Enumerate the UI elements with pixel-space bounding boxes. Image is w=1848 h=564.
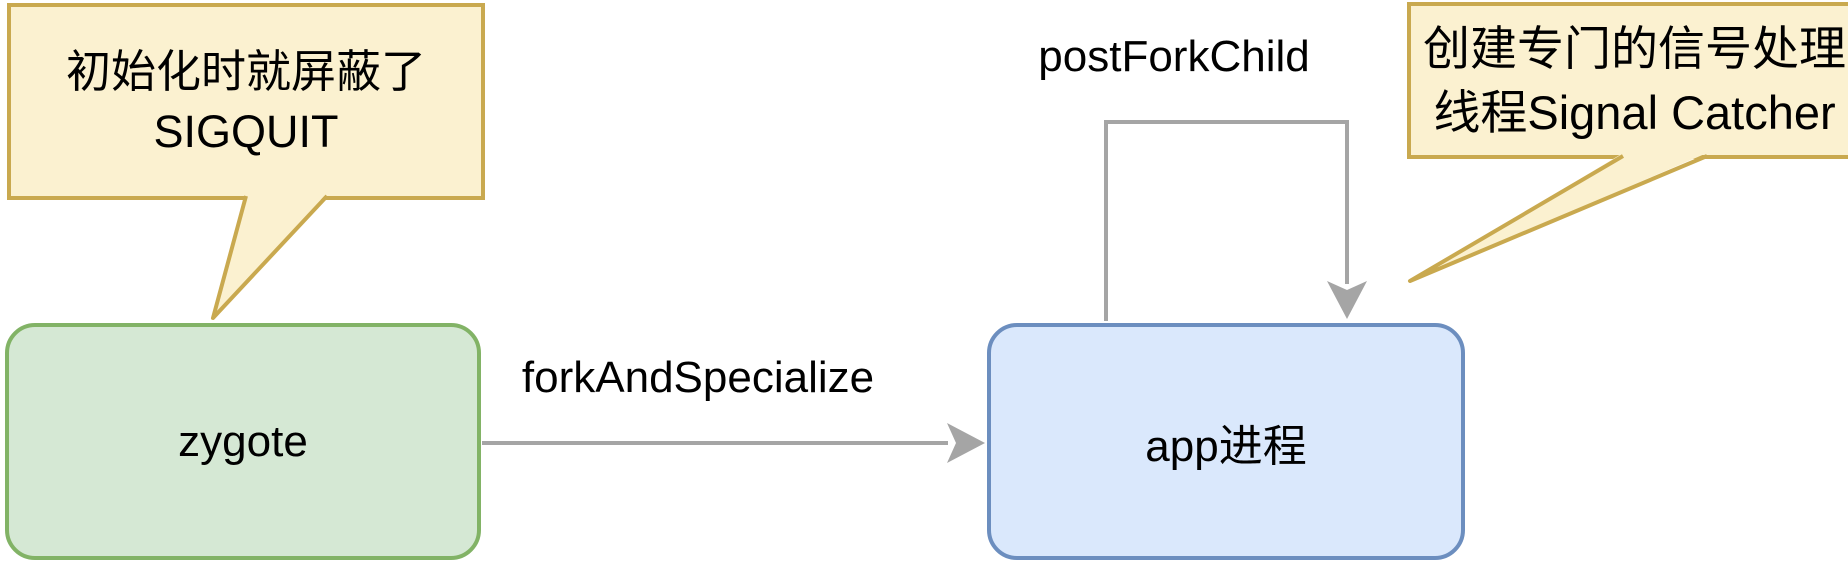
node-zygote: zygote [5,323,481,560]
callout-signal-catcher-tail [1408,153,1708,283]
callout-signal-catcher-line1: 创建专门的信号处理 [1423,21,1846,75]
fork-and-specialize-arrow [482,423,985,463]
arrowhead-right-icon [947,423,985,463]
callout-sigquit-line1: 初始化时就屏蔽了 [65,45,426,97]
post-fork-child-loop-arrow [1104,120,1367,321]
callout-sigquit-note: 初始化时就屏蔽了 SIGQUIT [7,3,485,200]
callout-signal-catcher-note: 创建专门的信号处理 线程Signal Catcher [1407,2,1848,159]
callout-signal-catcher-line2: 线程Signal Catcher [1433,85,1836,139]
edge-label-fork-and-specialize: forkAndSpecialize [521,353,875,402]
node-app-process-label: app进程 [1145,421,1307,471]
arrowhead-down-icon [1327,281,1367,319]
callout-sigquit-line2: SIGQUIT [153,105,339,157]
node-app-process: app进程 [987,323,1465,560]
edge-label-post-fork-child: postForkChild [1038,32,1310,81]
node-zygote-label: zygote [178,416,308,466]
callout-sigquit-tail [211,193,329,320]
